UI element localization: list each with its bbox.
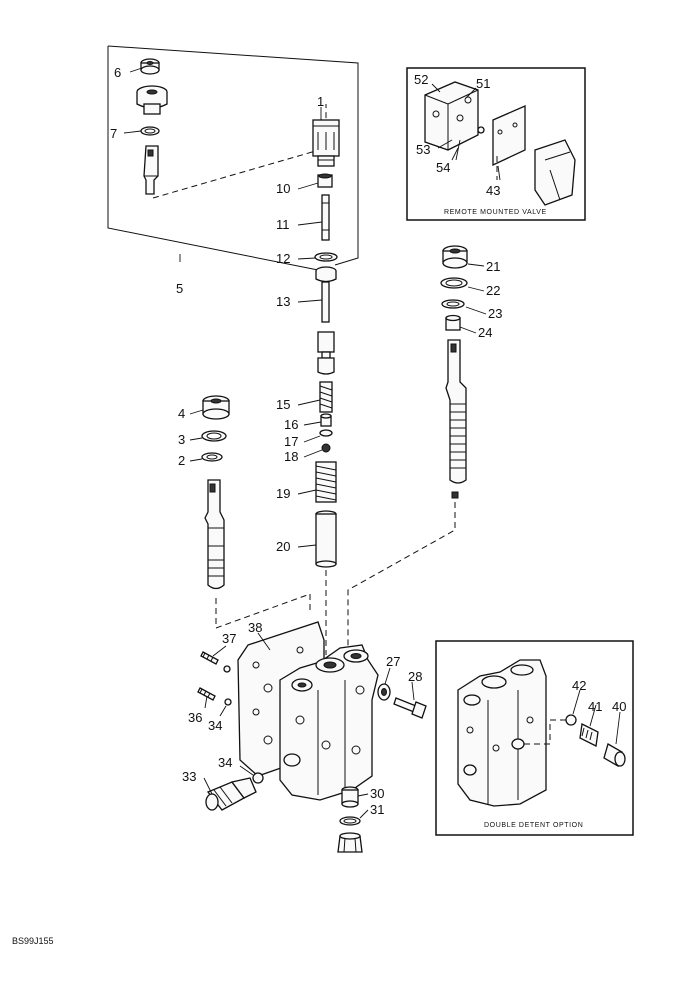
- part-34-ball-upper: [224, 698, 232, 706]
- callout-21: 21: [486, 259, 500, 274]
- callout-40: 40: [612, 699, 626, 714]
- leader-lines: [123, 67, 621, 819]
- callout-6: 6: [114, 65, 121, 80]
- callout-3: 3: [178, 432, 185, 447]
- right-spool: [445, 339, 467, 484]
- part-37-screw: [200, 651, 219, 665]
- part-22-snap-ring: [440, 277, 468, 289]
- callout-42: 42: [572, 678, 586, 693]
- callout-10: 10: [276, 181, 290, 196]
- callout-15: 15: [276, 397, 290, 412]
- callout-18: 18: [284, 449, 298, 464]
- callout-1: 1: [317, 94, 324, 109]
- part-10-nut: [317, 173, 333, 188]
- part-3-snap-ring: [201, 430, 227, 442]
- callout-13: 13: [276, 294, 290, 309]
- callout-30: 30: [370, 786, 384, 801]
- part-18-ball: [321, 443, 331, 453]
- part-6-nut: [140, 58, 160, 75]
- valve-body: [279, 644, 379, 801]
- callout-52: 52: [414, 72, 428, 87]
- part-31-o-ring: [339, 816, 361, 826]
- part-24-spacer: [445, 314, 461, 331]
- part-23-washer: [441, 299, 465, 309]
- callout-28: 28: [408, 669, 422, 684]
- part-36-screw: [197, 687, 216, 701]
- callout-27: 27: [386, 654, 400, 669]
- callout-34-lower: 34: [218, 755, 232, 770]
- part-7-o-ring: [140, 126, 160, 136]
- hex-fitting: [136, 85, 168, 115]
- callout-12: 12: [276, 251, 290, 266]
- callout-54: 54: [436, 160, 450, 175]
- part-28-bolt: [393, 697, 427, 719]
- callout-34-upper: 34: [208, 718, 222, 733]
- part-21-cap: [442, 245, 468, 269]
- remote-valve-inset: [406, 67, 586, 221]
- callout-31: 31: [370, 802, 384, 817]
- double-detent-caption: DOUBLE DETENT OPTION: [484, 822, 583, 829]
- callout-51: 51: [476, 76, 490, 91]
- part-20-sleeve: [315, 510, 337, 568]
- callout-7: 7: [110, 126, 117, 141]
- part-16-spacer: [320, 413, 332, 427]
- cap-nut: [337, 832, 363, 853]
- part-19-spring: [315, 461, 337, 503]
- part-27-washer: [377, 683, 391, 701]
- kit-5-dash-link: [152, 104, 327, 199]
- part-2-washer: [201, 452, 223, 462]
- callout-20: 20: [276, 539, 290, 554]
- remote-valve-caption: REMOTE MOUNTED VALVE: [444, 209, 547, 216]
- callout-2: 2: [178, 453, 185, 468]
- callout-23: 23: [488, 306, 502, 321]
- callout-37: 37: [222, 631, 236, 646]
- left-dash-link: [215, 593, 311, 629]
- part-33-relief-valve: [205, 777, 257, 811]
- upper-check-ball: [223, 665, 231, 673]
- callout-53: 53: [416, 142, 430, 157]
- part-15-spring: [319, 381, 333, 413]
- callout-38: 38: [248, 620, 262, 635]
- part-12-washer: [314, 252, 338, 262]
- callout-24: 24: [478, 325, 492, 340]
- right-dash-link: [347, 502, 456, 650]
- callout-17: 17: [284, 434, 298, 449]
- part-34-ball-lower: [252, 772, 264, 784]
- piston-part: [317, 331, 335, 375]
- left-spool: [204, 479, 225, 590]
- kit-5-outline: [107, 45, 359, 271]
- callout-16: 16: [284, 417, 298, 432]
- part-13-poppet: [315, 266, 337, 323]
- callout-11: 11: [276, 217, 290, 232]
- callout-22: 22: [486, 283, 500, 298]
- double-detent-inset: [435, 640, 634, 836]
- callout-19: 19: [276, 486, 290, 501]
- part-17-washer: [319, 429, 333, 437]
- right-spool-detent-ball: [451, 491, 459, 499]
- spool-end-part: [143, 145, 159, 195]
- part-4-cap: [202, 395, 230, 420]
- callout-33: 33: [182, 769, 196, 784]
- callout-labels: 6 7 1 10 11 12 13 5 15 16 17 18 19 20 21…: [110, 65, 626, 817]
- callout-43: 43: [486, 183, 500, 198]
- figure-code: BS99J155: [12, 936, 54, 946]
- callout-4: 4: [178, 406, 185, 421]
- upper-fitting: [312, 119, 340, 167]
- part-11-rod: [321, 194, 330, 241]
- callout-36: 36: [188, 710, 202, 725]
- callout-5: 5: [176, 281, 183, 296]
- part-30-plug: [341, 786, 359, 808]
- callout-41: 41: [588, 699, 602, 714]
